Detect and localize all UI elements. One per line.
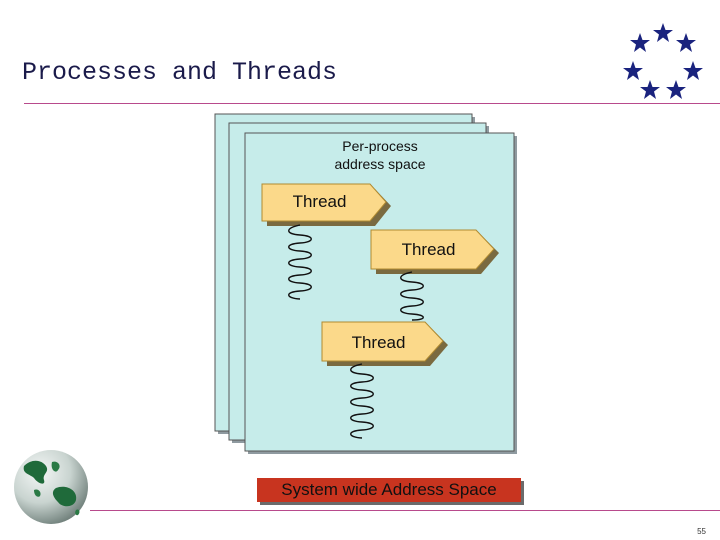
eu-stars-logo <box>623 23 703 99</box>
thread-squiggle-2 <box>400 271 424 321</box>
address-space-label-line1: Per-process <box>342 138 418 154</box>
page-number: 55 <box>697 527 706 536</box>
thread-label-2: Thread <box>401 240 456 259</box>
star-icon <box>676 33 696 52</box>
thread-squiggle-3 <box>350 363 374 439</box>
system-address-space-label: System wide Address Space <box>281 480 497 499</box>
globe-icon <box>14 450 88 524</box>
star-icon <box>630 33 650 52</box>
thread-squiggle-1 <box>288 224 312 300</box>
slide-title: Processes and Threads <box>22 58 338 87</box>
system-address-space-bar <box>257 478 524 505</box>
address-space-label-line2: address space <box>334 156 426 172</box>
star-icon <box>653 23 673 42</box>
address-space-label: Per-process address space <box>300 137 460 173</box>
star-icon <box>640 80 660 99</box>
thread-arrow-1 <box>261 183 391 226</box>
thread-label-3: Thread <box>351 333 406 352</box>
title-underline <box>24 103 720 104</box>
thread-arrow-2 <box>370 229 499 274</box>
star-icon <box>623 61 643 80</box>
thread-label-1: Thread <box>292 192 347 211</box>
thread-arrow-3 <box>321 321 448 366</box>
star-icon <box>666 80 686 99</box>
footer-rule <box>90 510 720 511</box>
star-icon <box>683 61 703 80</box>
